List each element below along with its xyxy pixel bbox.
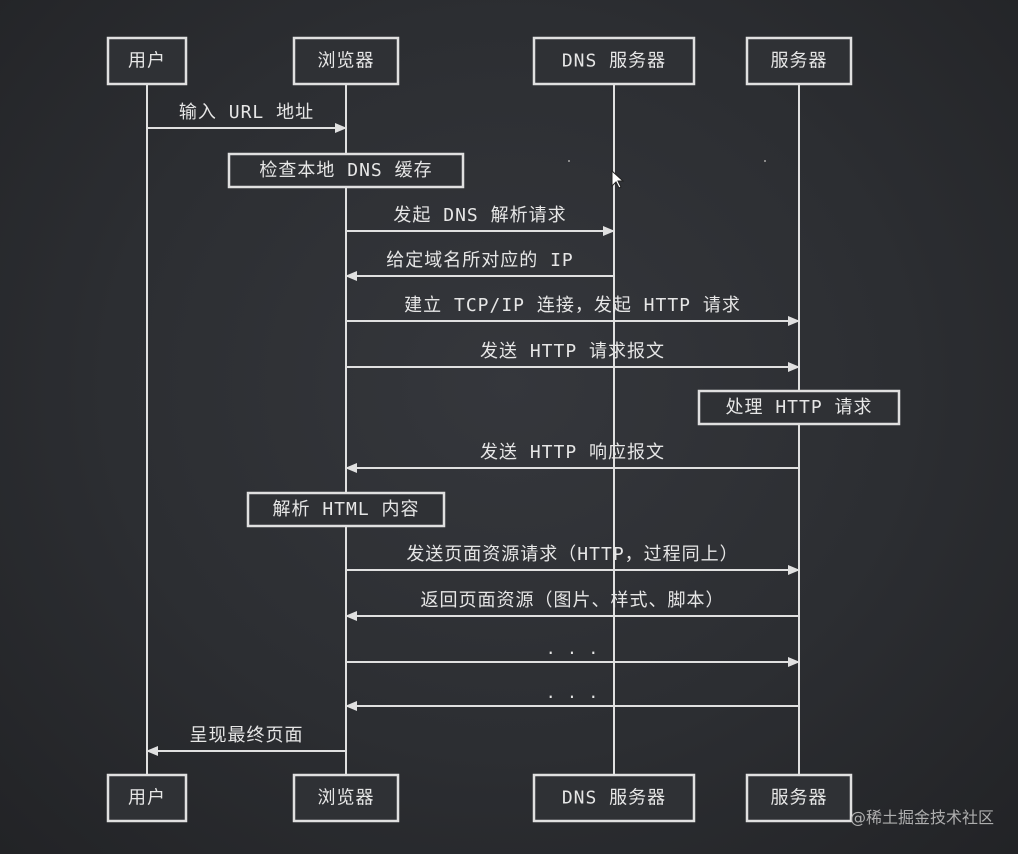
message-label: 发起 DNS 解析请求 [393,205,566,226]
message-label: . . . [546,639,599,658]
participant-browser-top: 浏览器 [292,36,400,86]
participant-server-top: 服务器 [745,36,853,86]
message-request-resources: 发送页面资源请求（HTTP，过程同上） [346,544,800,575]
participant-label: 浏览器 [318,51,375,72]
message-return-resources: 返回页面资源（图片、样式、脚本） [345,590,799,621]
message-label: 返回页面资源（图片、样式、脚本） [421,590,725,611]
note-parse-html: 解析 HTML 内容 [246,491,446,528]
note-handle-http: 处理 HTTP 请求 [697,389,901,426]
message-send-http-request: 发送 HTTP 请求报文 [346,341,800,372]
artifact-dot [764,160,766,162]
message-label: 发送页面资源请求（HTTP，过程同上） [406,544,738,565]
message-label: 呈现最终页面 [190,725,304,746]
message-label: 输入 URL 地址 [179,102,314,123]
message-render-page: 呈现最终页面 [146,725,346,756]
message-more-request: . . . [346,639,800,667]
participant-label: 浏览器 [318,788,375,809]
message-send-http-response: 发送 HTTP 响应报文 [345,442,799,473]
artifact-dot [568,160,570,162]
note-check-dns-cache: 检查本地 DNS 缓存 [227,152,465,189]
note-label: 解析 HTML 内容 [272,499,419,520]
note-label: 检查本地 DNS 缓存 [259,160,432,181]
participant-browser-bottom: 浏览器 [292,773,400,823]
watermark-text: @稀土掘金技术社区 [849,808,994,827]
participant-label: DNS 服务器 [562,788,666,809]
message-tcp-connect: 建立 TCP/IP 连接，发起 HTTP 请求 [346,295,800,326]
message-label: 建立 TCP/IP 连接，发起 HTTP 请求 [404,295,741,316]
participant-user-bottom: 用户 [106,773,188,823]
participant-user-top: 用户 [106,36,188,86]
participant-dns-top: DNS 服务器 [532,36,696,86]
note-label: 处理 HTTP 请求 [725,397,872,418]
message-label: 发送 HTTP 响应报文 [480,442,665,463]
participant-server-bottom: 服务器 [745,773,853,823]
message-dns-response: 给定域名所对应的 IP [345,250,614,281]
participant-label: 服务器 [771,788,828,809]
message-input-url: 输入 URL 地址 [147,102,347,133]
participant-label: 用户 [128,51,166,72]
message-dns-request: 发起 DNS 解析请求 [346,205,615,236]
participant-label: 服务器 [771,51,828,72]
message-more-response: . . . [345,683,799,711]
message-label: . . . [546,683,599,702]
message-label: 给定域名所对应的 IP [386,250,574,271]
message-label: 发送 HTTP 请求报文 [480,341,665,362]
participant-dns-bottom: DNS 服务器 [532,773,696,823]
participant-label: DNS 服务器 [562,51,666,72]
participant-label: 用户 [128,788,166,809]
